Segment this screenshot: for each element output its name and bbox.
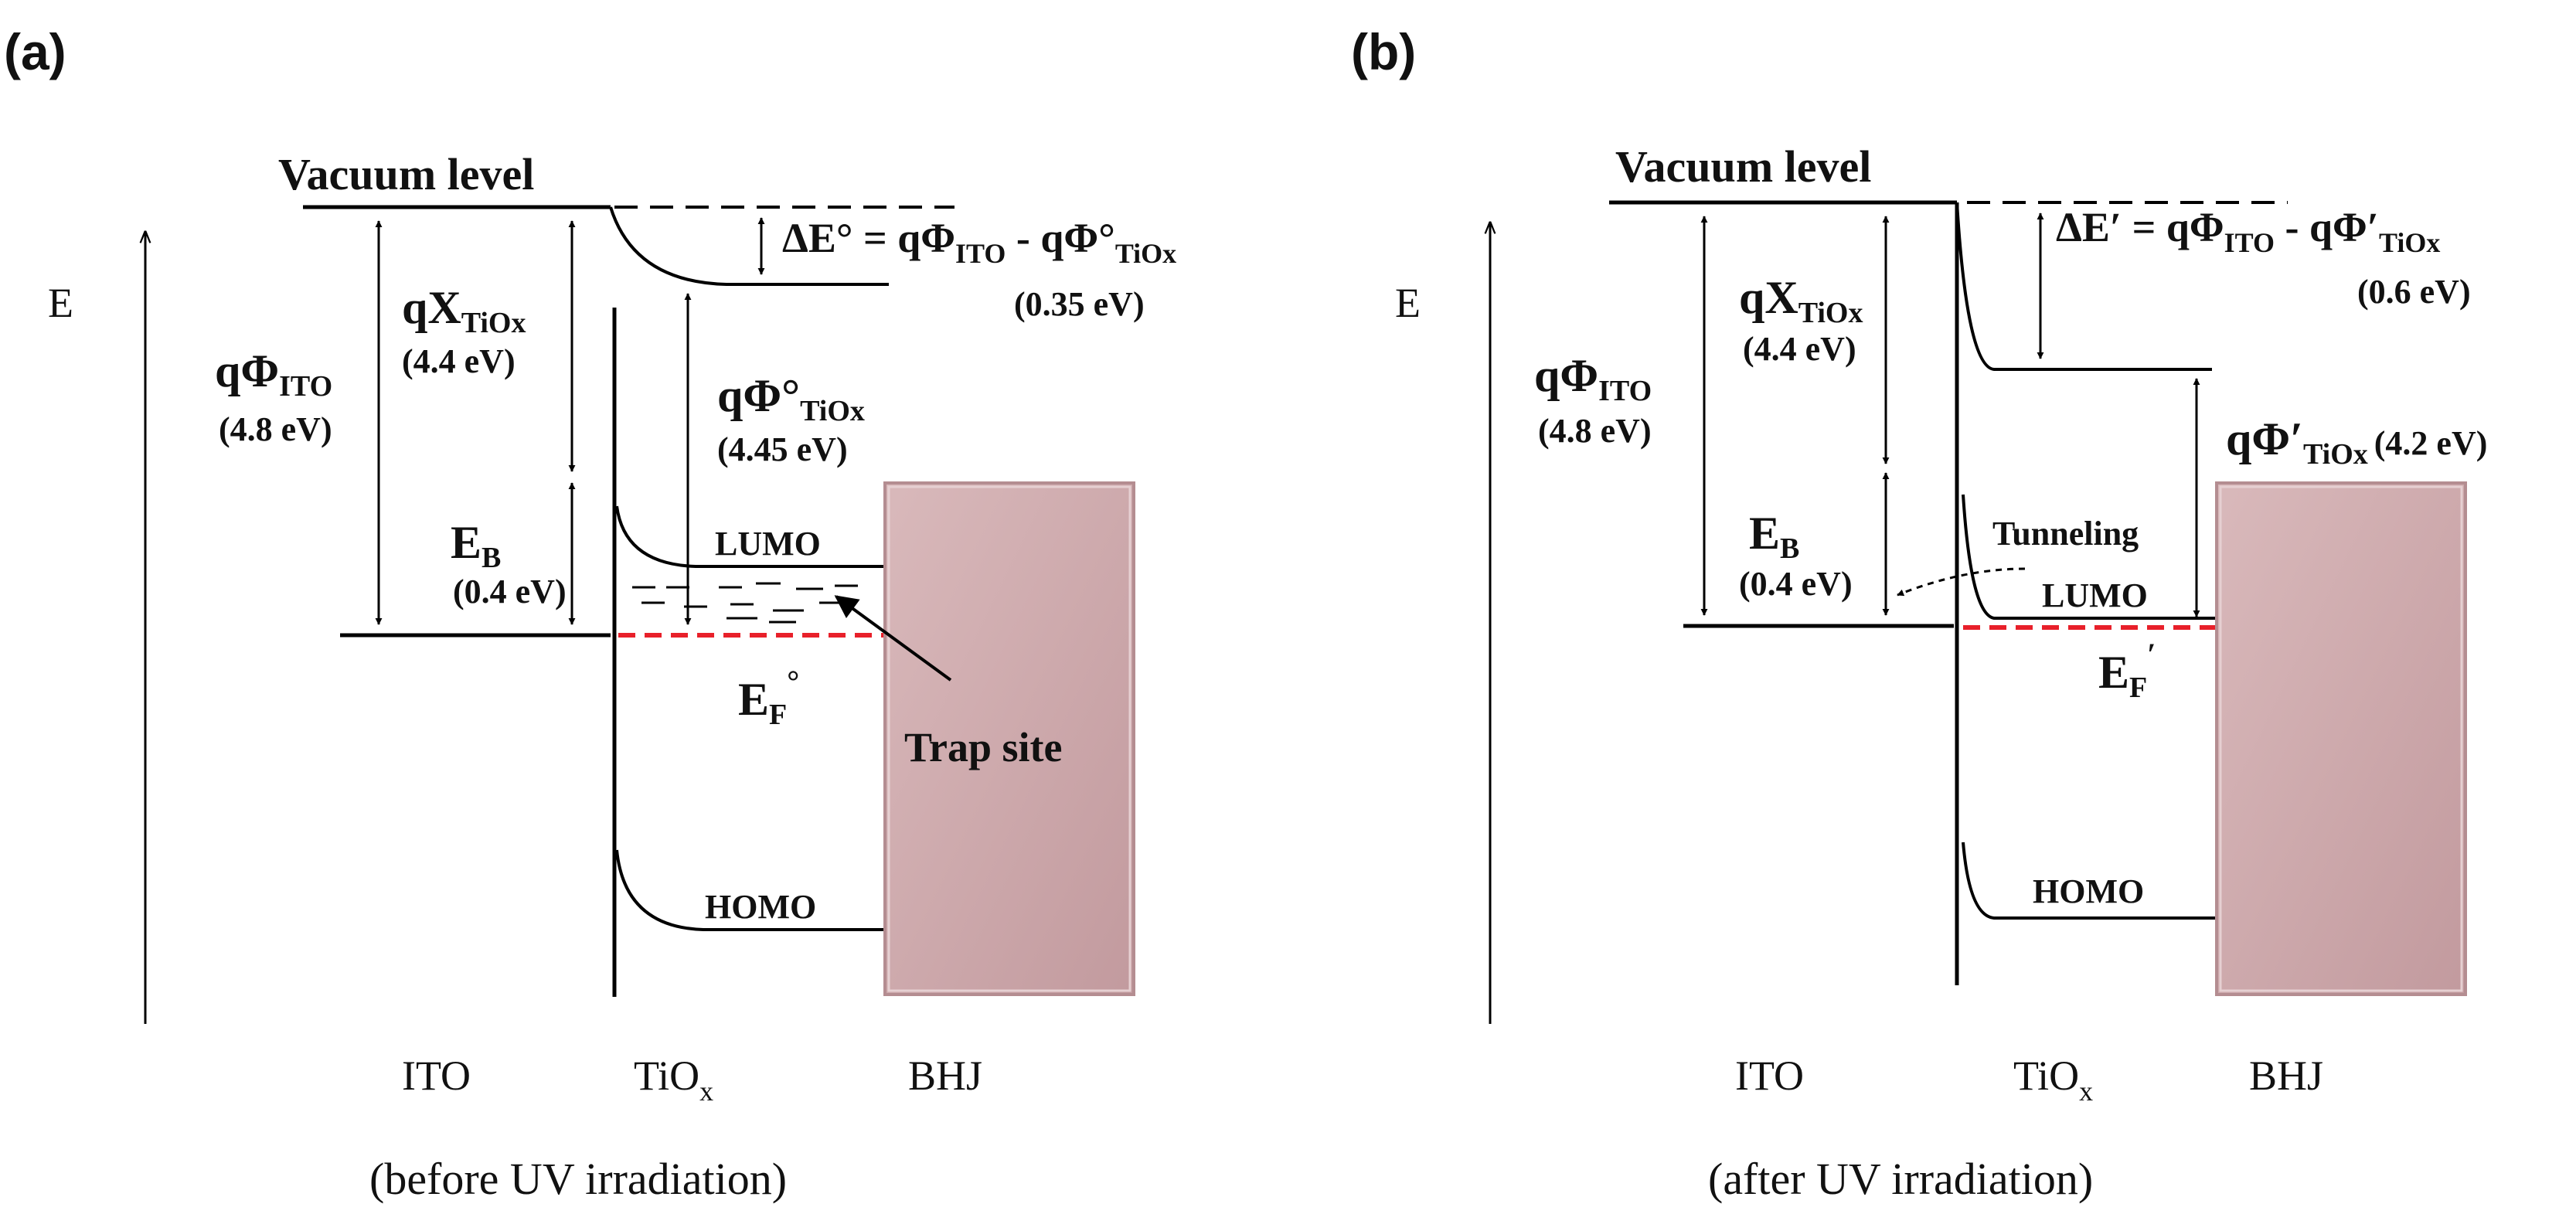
qphi-tiox-value-a: (4.45 eV) <box>717 430 848 468</box>
panel-a: (a) E Vacuum level <box>4 23 1176 1204</box>
bhj-block-b <box>2215 481 2467 996</box>
material-ito-b: ITO <box>1735 1052 1804 1099</box>
lumo-curve-b <box>1962 494 2218 620</box>
qchi-tiox-value-a: (4.4 eV) <box>402 342 516 380</box>
tunneling-arrow-b <box>1897 567 2026 597</box>
qphi-tiox-label-a: qΦ°TiOx <box>717 370 865 427</box>
energy-axis-label-a: E <box>48 280 73 326</box>
bhj-block-a-highlight <box>887 485 1131 992</box>
caption-a: (before UV irradiation) <box>369 1154 787 1204</box>
homo-curve-b <box>1962 842 2218 920</box>
qchi-tiox-label-b: qXTiOx <box>1739 272 1863 329</box>
material-ito-a: ITO <box>402 1052 471 1099</box>
delta-e-equation-a: ΔE° = qΦITO - qΦ°TiOx <box>782 215 1176 269</box>
tiox-vacuum-bend-a <box>609 206 889 286</box>
bhj-block-a <box>883 481 1135 996</box>
vacuum-level-label-b: Vacuum level <box>1615 141 1871 192</box>
trap-site-pointer-a <box>834 595 952 682</box>
panel-b-label: (b) <box>1351 23 1416 80</box>
qchi-tiox-value-b: (4.4 eV) <box>1743 330 1856 368</box>
eb-label-b: EB <box>1749 508 1799 565</box>
tiox-vacuum-bend-b <box>1955 202 2212 371</box>
panel-a-label: (a) <box>4 23 66 80</box>
caption-b: (after UV irradiation) <box>1708 1154 2093 1204</box>
qphi-ito-label-b: qΦITO <box>1534 350 1652 407</box>
energy-axis-label-b: E <box>1395 280 1421 326</box>
homo-curve-a <box>615 849 887 931</box>
qphi-ito-label-a: qΦITO <box>215 345 332 403</box>
eb-value-b: (0.4 eV) <box>1739 565 1853 603</box>
tunneling-label-b: Tunneling <box>1992 515 2139 553</box>
trap-site-label-a: Trap site <box>904 724 1062 770</box>
lumo-label-b: LUMO <box>2042 576 2148 614</box>
material-bhj-b: BHJ <box>2249 1052 2323 1099</box>
vacuum-level-label-a: Vacuum level <box>278 149 534 199</box>
panel-b: (b) E Vacuum level ΔE′ = qΦITO - qΦ′TiOx… <box>1351 23 2487 1204</box>
homo-label-a: HOMO <box>705 888 816 926</box>
fermi-label-b: EF′ <box>2098 637 2156 704</box>
lumo-label-a: LUMO <box>715 525 821 563</box>
fermi-label-a: EF° <box>738 664 799 731</box>
delta-e-value-a: (0.35 eV) <box>1014 285 1145 323</box>
qphi-ito-value-a: (4.8 eV) <box>219 410 332 448</box>
qchi-tiox-label-a: qXTiOx <box>402 282 526 339</box>
delta-e-equation-b: ΔE′ = qΦITO - qΦ′TiOx <box>2056 204 2440 258</box>
material-tiox-b: TiOx <box>2013 1052 2093 1107</box>
bhj-block-b-highlight <box>2219 485 2463 992</box>
qphi-ito-value-b: (4.8 eV) <box>1538 412 1652 450</box>
qphi-tiox-label-b: qΦ′TiOx(4.2 eV) <box>2226 413 2487 471</box>
material-bhj-a: BHJ <box>908 1052 982 1099</box>
material-tiox-a: TiOx <box>634 1052 713 1107</box>
trap-states-a <box>632 582 858 624</box>
homo-label-b: HOMO <box>2033 872 2144 910</box>
eb-value-a: (0.4 eV) <box>453 573 567 610</box>
eb-label-a: EB <box>451 517 501 574</box>
delta-e-value-b: (0.6 eV) <box>2357 273 2471 311</box>
